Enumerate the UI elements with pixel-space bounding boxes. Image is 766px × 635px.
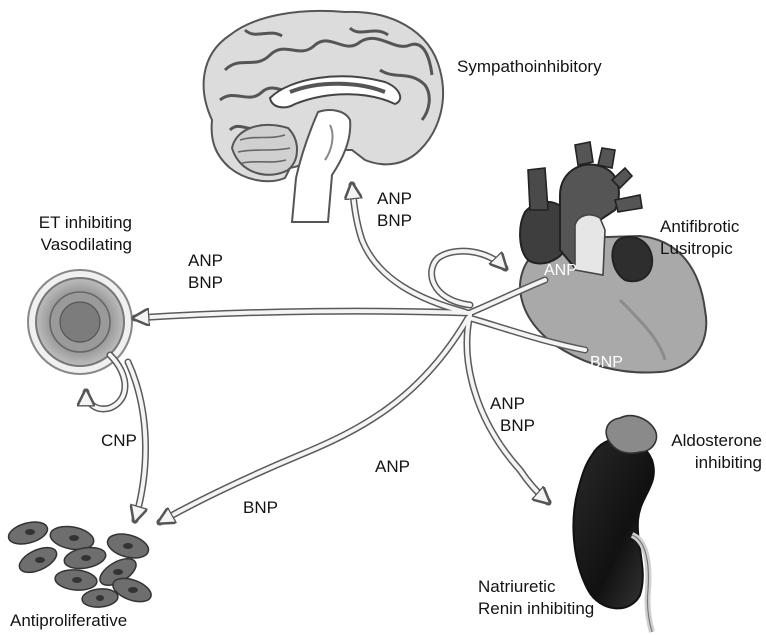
label-aldosterone: Aldosterone <box>616 430 762 451</box>
label-natriuretic: Natriuretic <box>478 576 555 597</box>
arrow-to-cells <box>160 318 468 522</box>
label-heart-bnp: BNP <box>590 352 623 373</box>
label-brain-arrow-bnp: BNP <box>377 210 412 231</box>
label-antifibrotic: Antifibrotic <box>660 216 739 237</box>
label-heart-anp: ANP <box>544 260 577 281</box>
label-vessel-arrow-bnp: BNP <box>188 272 223 293</box>
label-renin-inhibiting: Renin inhibiting <box>478 598 594 619</box>
label-aldosterone-inhibiting: inhibiting <box>616 452 762 473</box>
label-cnp: CNP <box>101 430 137 451</box>
label-kidney-arrow-bnp: BNP <box>500 415 535 436</box>
label-brain-arrow-anp: ANP <box>377 188 412 209</box>
arrows <box>86 185 585 522</box>
label-lusitropic: Lusitropic <box>660 238 733 259</box>
label-vessel-arrow-anp: ANP <box>188 250 223 271</box>
label-anp-to-cells: ANP <box>375 456 410 477</box>
label-et-inhibiting: ET inhibiting <box>2 212 132 233</box>
label-bnp-to-cells: BNP <box>243 497 278 518</box>
label-kidney-arrow-anp: ANP <box>490 393 525 414</box>
label-sympathoinhibitory: Sympathoinhibitory <box>457 56 602 77</box>
label-antiproliferative: Antiproliferative <box>10 610 127 631</box>
label-vasodilating: Vasodilating <box>2 234 132 255</box>
